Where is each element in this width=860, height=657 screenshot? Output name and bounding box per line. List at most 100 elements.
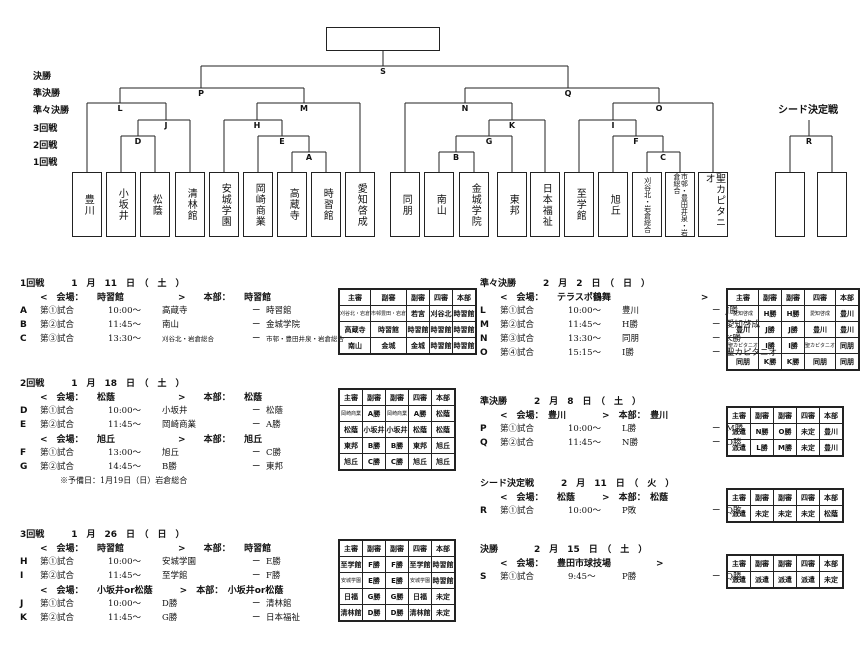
section-heading: 1回戦 1 月 11 日 （ 土 ） <box>20 279 185 289</box>
match-letter: R <box>480 506 487 516</box>
referee-cell: C勝 <box>362 453 386 471</box>
round-label-round1: 1回戦 <box>33 158 58 168</box>
referee-header: 主審 <box>726 288 760 306</box>
match-dash: ー <box>252 448 261 458</box>
team-box: 安城学園 <box>209 172 239 237</box>
match-team1: G勝 <box>162 613 178 623</box>
section-heading: 準々決勝 2 月 2 日 （ 日 ） <box>480 279 651 289</box>
referee-cell: 刈谷北 <box>429 305 454 322</box>
team-box: 清林館 <box>175 172 205 237</box>
match-game: 第①試合 <box>40 306 75 316</box>
referee-cell: 未定 <box>773 505 797 523</box>
node-label: R <box>805 137 813 146</box>
match-time: 9:45～ <box>568 572 596 582</box>
referee-cell: 至学館 <box>408 556 432 573</box>
referee-cell: 日福 <box>408 588 432 605</box>
referee-cell: 金城 <box>406 337 431 355</box>
match-time: 11:45～ <box>568 320 601 330</box>
section-heading: シード決定戦 2 月 11 日 （ 火 ） <box>480 479 675 489</box>
round-label-semifinal: 準決勝 <box>33 89 61 99</box>
referee-header: 四審 <box>796 488 820 506</box>
referee-cell: K勝 <box>758 353 782 371</box>
match-letter: E <box>20 420 27 430</box>
match-letter: B <box>20 320 27 330</box>
match-team2: F勝 <box>266 571 281 581</box>
venue-line: < 会場： 時習館 > 本部： 時習館 <box>40 544 272 554</box>
match-letter: I <box>20 571 24 581</box>
referee-cell: 時習館 <box>452 337 477 355</box>
referee-header: 副審 <box>370 288 408 306</box>
referee-cell: 未定 <box>819 571 844 589</box>
node-label: K <box>508 121 516 130</box>
node-label: I <box>611 121 615 130</box>
referee-cell: 東邦 <box>338 437 363 454</box>
match-team1: B勝 <box>162 462 177 472</box>
referee-cell: 未定 <box>796 505 820 523</box>
team-box: 豊川 <box>72 172 102 237</box>
match-team2: 東邦 <box>266 462 284 472</box>
match-game: 第①試合 <box>40 406 75 416</box>
match-team1: I勝 <box>622 348 634 358</box>
match-dash: ー <box>252 334 261 344</box>
match-time: 10:00～ <box>108 557 141 567</box>
venue-line: < 会場： テラスポ鶴舞 > <box>500 293 709 303</box>
match-dash: ー <box>712 424 721 434</box>
section-heading: 2回戦 1 月 18 日 （ 土 ） <box>20 379 185 389</box>
referee-cell: D勝 <box>385 604 409 622</box>
match-dash: ー <box>712 506 721 516</box>
referee-cell: 未定 <box>750 505 774 523</box>
match-letter: C <box>20 334 27 344</box>
section-heading: 準決勝 2 月 8 日 （ 土 ） <box>480 397 642 407</box>
team-box: 南山 <box>424 172 454 237</box>
referee-cell: 同朋 <box>835 353 860 371</box>
referee-cell: O勝 <box>773 423 797 440</box>
referee-cell: 同朋 <box>835 337 860 354</box>
referee-cell: G勝 <box>385 588 409 605</box>
match-game: 第①試合 <box>40 599 75 609</box>
team-box: 東邦 <box>497 172 527 237</box>
match-team2: E勝 <box>266 557 281 567</box>
referee-cell: N勝 <box>750 423 774 440</box>
team-box: 同朋 <box>390 172 420 237</box>
match-time: 14:45～ <box>108 462 141 472</box>
match-team1: 小坂井 <box>162 406 188 416</box>
referee-cell: 豊川 <box>803 321 837 338</box>
match-letter: O <box>480 348 488 358</box>
referee-cell: M勝 <box>773 439 797 457</box>
venue-line: < 会場： 松蔭 > 本部： 松蔭 <box>500 493 669 503</box>
referee-cell: 市邨豊田・岩倉 <box>370 305 408 322</box>
referee-header: 主審 <box>338 388 363 406</box>
match-dash: ー <box>712 438 721 448</box>
node-label: H <box>253 121 261 130</box>
match-letter: P <box>480 424 487 434</box>
referee-header: 副審 <box>385 388 409 406</box>
referee-cell: 同朋 <box>726 353 760 371</box>
referee-cell: 未定 <box>431 604 456 622</box>
referee-cell: 時習館 <box>370 321 408 338</box>
match-dash: ー <box>252 571 261 581</box>
referee-cell: 愛知啓成 <box>726 305 760 322</box>
match-letter: A <box>20 306 27 316</box>
referee-table: 主審副審副審四審本部刈谷北・岩倉市邨豊田・岩倉若宮刈谷北時習館高蔵寺時習館時習館… <box>338 288 478 355</box>
match-team2: 市邨・豊田井泉・岩倉総合 <box>266 335 344 343</box>
match-team1: 旭丘 <box>162 448 180 458</box>
referee-cell: 至学館 <box>338 556 363 573</box>
match-game: 第③試合 <box>500 334 535 344</box>
match-letter: D <box>20 406 28 416</box>
referee-cell: 清林館 <box>338 604 363 622</box>
seed-decision-title: シード決定戦 <box>778 105 838 116</box>
referee-cell: 安城学園 <box>408 572 432 589</box>
match-team2: C勝 <box>266 448 282 458</box>
champion-box <box>326 27 440 51</box>
match-letter: K <box>20 613 27 623</box>
node-label: C <box>660 153 666 162</box>
referee-cell: 時習館 <box>452 305 477 322</box>
referee-cell: 松蔭 <box>431 421 456 438</box>
referee-cell: G勝 <box>362 588 386 605</box>
referee-cell: 高蔵寺 <box>338 321 372 338</box>
venue-line: < 会場： 豊川 > 本部： 豊川 <box>500 411 669 421</box>
referee-table: 主審副審副審四審本部派遣未定未定未定松蔭 <box>726 488 844 523</box>
